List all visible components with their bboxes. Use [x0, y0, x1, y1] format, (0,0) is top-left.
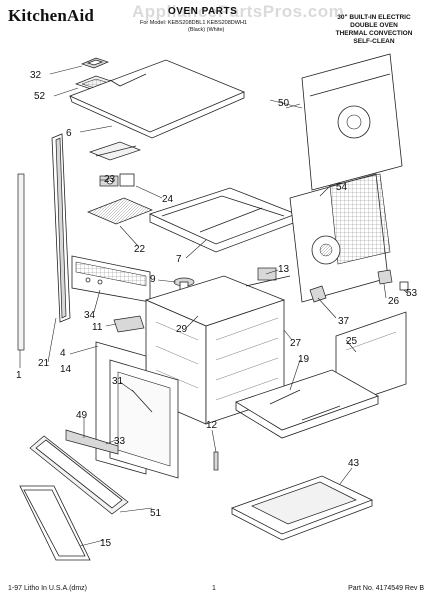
- model-desc-line: 30" BUILT-IN ELECTRIC: [337, 14, 411, 21]
- callout-23: 23: [104, 174, 116, 185]
- model-desc-line: THERMAL CONVECTION: [335, 30, 413, 37]
- part-11-latch: [113, 315, 145, 333]
- part-51-door-gasket: [29, 435, 129, 515]
- part-21-side-trim: [51, 133, 71, 323]
- callout-leaders: [19, 65, 409, 547]
- callout-32: 32: [30, 70, 42, 81]
- model-colors: (Black) (White): [188, 27, 225, 33]
- part-12-screw: [213, 451, 219, 471]
- part-14-door-frame: [95, 341, 179, 479]
- model-desc-line: DOUBLE OVEN: [350, 22, 398, 29]
- callout-43: 43: [348, 458, 360, 469]
- callout-19: 19: [298, 354, 310, 365]
- part-37-switch: [309, 285, 327, 303]
- part-50-back-panel: [301, 53, 403, 191]
- model-description: 30" BUILT-IN ELECTRIC DOUBLE OVEN THERMA…: [326, 14, 422, 46]
- document-title: OVEN PARTS: [168, 6, 238, 17]
- callout-9: 9: [150, 274, 156, 285]
- part-22-shield: [87, 197, 153, 225]
- callout-4: 4: [60, 348, 66, 359]
- callout-51: 51: [150, 508, 162, 519]
- part-32-vent-cap: [81, 57, 109, 69]
- callout-25: 25: [346, 336, 358, 347]
- part-54-convection-fan: [289, 173, 391, 303]
- callout-29: 29: [176, 324, 188, 335]
- footer-part-number: Part No. 4174549 Rev B: [348, 585, 424, 592]
- callout-34: 34: [84, 310, 96, 321]
- part-15-door-seal: [19, 485, 91, 561]
- part-19-oven-rack: [235, 369, 379, 439]
- document-subtitle: For Model: KEBS208DBL1 KEBS208DWH1 (Blac…: [140, 20, 247, 34]
- callout-1: 1: [16, 370, 22, 381]
- part-1-trim-strip: [17, 173, 25, 351]
- callout-14: 14: [60, 364, 72, 375]
- callout-31: 31: [112, 376, 124, 387]
- callout-12: 12: [206, 420, 218, 431]
- part-26-bracket: [377, 269, 393, 285]
- footer-print-info: 1-97 Litho In U.S.A.(dmz): [8, 585, 87, 592]
- part-13-terminal-block: [245, 267, 291, 287]
- callout-26: 26: [388, 296, 400, 307]
- part-43-broiler-pan: [231, 475, 374, 541]
- callout-37: 37: [338, 316, 350, 327]
- callout-54: 54: [336, 182, 348, 193]
- part-49-door-handle: [65, 429, 119, 455]
- callout-11: 11: [92, 322, 103, 333]
- callout-labels: 32 52 6 23 24 22 7 9 34 11 4 1 21 14 31 …: [16, 70, 418, 549]
- callout-7: 7: [176, 254, 182, 265]
- watermark: AppliancePartsPros.com: [132, 2, 345, 21]
- callout-24: 24: [162, 194, 174, 205]
- callout-6: 6: [66, 128, 72, 139]
- callout-15: 15: [100, 538, 112, 549]
- footer-page-number: 1: [212, 585, 216, 592]
- model-numbers: For Model: KEBS208DBL1 KEBS208DWH1: [140, 20, 247, 26]
- callout-50: 50: [278, 98, 290, 109]
- callout-33: 33: [114, 436, 126, 447]
- callout-22: 22: [134, 244, 146, 255]
- callout-53: 53: [406, 288, 418, 299]
- part-23-switch: [99, 173, 135, 187]
- part-24-bracket: [88, 141, 142, 161]
- part-34-control-panel: [71, 255, 151, 303]
- callout-13: 13: [278, 264, 290, 275]
- brand-logo: KitchenAid: [8, 6, 95, 25]
- callout-21: 21: [38, 358, 50, 369]
- part-6-top-panel: [68, 59, 246, 139]
- callout-52: 52: [34, 91, 46, 102]
- model-desc-line: SELF-CLEAN: [353, 38, 395, 45]
- callout-49: 49: [76, 410, 88, 421]
- callout-27: 27: [290, 338, 302, 349]
